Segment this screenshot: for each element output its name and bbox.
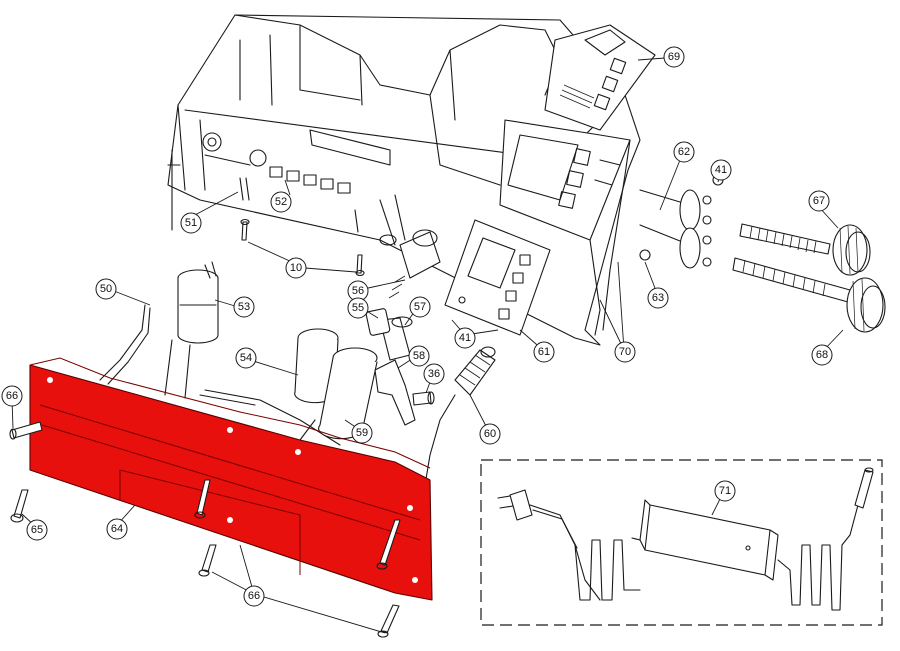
callout-label: 57 — [414, 301, 426, 313]
callout-56: 56 — [347, 280, 369, 302]
callout-50: 50 — [95, 278, 117, 300]
bracket-58 — [374, 359, 416, 426]
callout-61: 61 — [533, 341, 555, 363]
motor-53 — [164, 261, 219, 399]
callout-label: 10 — [290, 262, 302, 274]
callout-label: 65 — [31, 524, 43, 536]
callout-label: 41 — [459, 332, 471, 344]
label-panel — [544, 24, 656, 131]
callout-57: 57 — [409, 296, 431, 318]
base-plate-highlighted — [29, 357, 433, 601]
callout-55: 55 — [347, 297, 369, 319]
callout-label: 68 — [816, 349, 828, 361]
callout-59: 59 — [351, 422, 373, 444]
callout-66-bottom: 66 — [243, 585, 265, 607]
callout-69: 69 — [663, 46, 685, 68]
cable-50 — [99, 304, 151, 385]
power-adapter-group — [480, 459, 883, 626]
callout-58: 58 — [408, 345, 430, 367]
callout-53: 53 — [233, 296, 255, 318]
callout-label: 50 — [100, 283, 112, 295]
callout-41-left: 41 — [454, 327, 476, 349]
callout-66-left: 66 — [1, 385, 23, 407]
callout-label: 62 — [678, 146, 690, 158]
callout-52: 52 — [270, 191, 292, 213]
callout-label: 66 — [248, 590, 260, 602]
callout-label: 58 — [413, 350, 425, 362]
callout-label: 56 — [352, 285, 364, 297]
bolt-36 — [412, 391, 435, 406]
callout-label: 66 — [6, 390, 18, 402]
callout-label: 69 — [668, 51, 680, 63]
callout-68: 68 — [811, 344, 833, 366]
callout-label: 41 — [715, 164, 727, 176]
callout-10: 10 — [285, 257, 307, 279]
callout-63: 63 — [647, 287, 669, 309]
callout-51: 51 — [180, 212, 202, 234]
callout-64: 64 — [106, 518, 128, 540]
callout-label: 61 — [538, 346, 550, 358]
callout-36: 36 — [423, 363, 445, 385]
knob-screw-lower — [732, 257, 886, 333]
callout-65: 65 — [26, 519, 48, 541]
callout-label: 59 — [356, 427, 368, 439]
solenoid-59 — [299, 347, 378, 441]
flange-set — [639, 174, 724, 269]
callout-label: 70 — [619, 346, 631, 358]
callout-label: 67 — [813, 195, 825, 207]
callout-label: 53 — [238, 301, 250, 313]
spring-connector-60 — [424, 346, 496, 486]
callout-62: 62 — [673, 141, 695, 163]
callout-41-right: 41 — [710, 159, 732, 181]
callout-label: 64 — [111, 523, 123, 535]
callout-label: 36 — [428, 368, 440, 380]
callout-70: 70 — [614, 341, 636, 363]
callout-60: 60 — [479, 423, 501, 445]
nozzle-55 — [365, 308, 391, 336]
spring-56 — [388, 229, 441, 299]
control-board — [444, 219, 551, 336]
callout-label: 60 — [484, 428, 496, 440]
callout-67: 67 — [808, 190, 830, 212]
callout-label: 54 — [240, 352, 252, 364]
knob-screw-upper — [739, 223, 871, 276]
callout-label: 55 — [352, 302, 364, 314]
callout-label: 63 — [652, 292, 664, 304]
callout-label: 51 — [185, 217, 197, 229]
connector-row — [269, 166, 351, 194]
callout-label: 52 — [275, 196, 287, 208]
callout-71: 71 — [714, 480, 736, 502]
callout-label: 71 — [719, 485, 731, 497]
screws — [9, 177, 401, 638]
callout-54: 54 — [235, 347, 257, 369]
